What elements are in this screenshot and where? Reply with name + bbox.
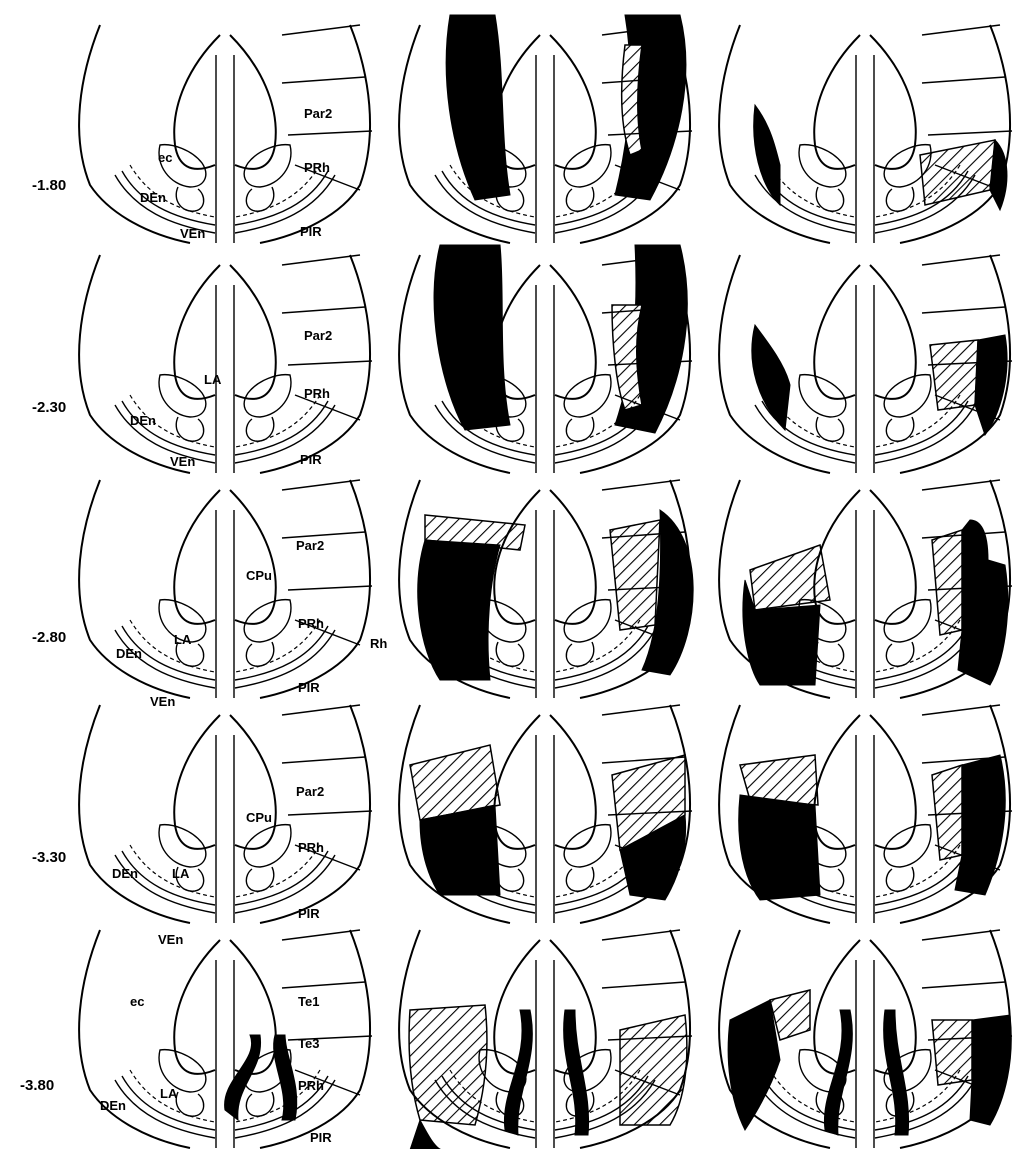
lesion-column-3 xyxy=(719,25,1012,1148)
level-label-3: -2.80 xyxy=(32,629,66,646)
section-row-5-col-3 xyxy=(719,930,1012,1148)
section-row-4-col-2 xyxy=(399,705,692,923)
label-prh-2: PRh xyxy=(304,386,330,401)
label-rh-3: Rh xyxy=(370,636,387,651)
level-label-4: -3.30 xyxy=(32,849,66,866)
label-ven-1: VEn xyxy=(180,226,205,241)
label-den-2: DEn xyxy=(130,413,156,428)
section-row-4-col-3 xyxy=(719,705,1012,923)
label-te1-5: Te1 xyxy=(298,994,319,1009)
section-row-2-col-1 xyxy=(79,255,372,473)
section-row-3-col-3 xyxy=(719,480,1012,698)
label-den-4: DEn xyxy=(112,866,138,881)
label-den-5: DEn xyxy=(100,1098,126,1113)
label-prh-4: PRh xyxy=(298,840,324,855)
label-prh-1: PRh xyxy=(304,160,330,175)
label-den-3: DEn xyxy=(116,646,142,661)
label-cpu-3: CPu xyxy=(246,568,272,583)
label-pir-5: PIR xyxy=(310,1130,332,1145)
label-la-3: LA xyxy=(174,632,192,647)
section-row-1-col-3 xyxy=(719,25,1012,243)
label-pir-4: PIR xyxy=(298,906,320,921)
label-la-4: LA xyxy=(172,866,190,881)
section-row-3-col-1 xyxy=(79,480,372,698)
label-par2-3: Par2 xyxy=(296,538,324,553)
label-te3-5: Te3 xyxy=(298,1036,319,1051)
label-ec-1: ec xyxy=(158,150,172,165)
section-row-2-col-2 xyxy=(399,245,692,473)
label-ven-3: VEn xyxy=(150,694,175,709)
section-row-1-col-1 xyxy=(79,25,372,243)
label-ven-4: VEn xyxy=(158,932,183,947)
label-pir-2: PIR xyxy=(300,452,322,467)
label-pir-1: PIR xyxy=(300,224,322,239)
level-label-5: -3.80 xyxy=(20,1077,54,1094)
atlas-column: Par2 PRh PIR ec DEn VEn Par2 PRh PIR LA … xyxy=(79,25,387,1148)
label-cpu-4: CPu xyxy=(246,810,272,825)
label-la-5: LA xyxy=(160,1086,178,1101)
level-label-2: -2.30 xyxy=(32,399,66,416)
label-den-1: DEn xyxy=(140,190,166,205)
label-par2-1: Par2 xyxy=(304,106,332,121)
label-ec-5: ec xyxy=(130,994,144,1009)
section-row-2-col-3 xyxy=(719,255,1012,473)
section-row-5-col-1 xyxy=(79,930,372,1148)
label-pir-3: PIR xyxy=(298,680,320,695)
label-prh-5: PRh xyxy=(298,1078,324,1093)
label-ven-2: VEn xyxy=(170,454,195,469)
label-par2-4: Par2 xyxy=(296,784,324,799)
label-par2-2: Par2 xyxy=(304,328,332,343)
level-label-1: -1.80 xyxy=(32,177,66,194)
label-la-2: LA xyxy=(204,372,222,387)
section-row-3-col-2 xyxy=(399,480,693,698)
lesion-column-2 xyxy=(399,15,693,1149)
section-row-5-col-2 xyxy=(399,930,692,1149)
label-prh-3: PRh xyxy=(298,616,324,631)
section-row-1-col-2 xyxy=(399,15,692,243)
section-row-4-col-1 xyxy=(79,705,372,923)
